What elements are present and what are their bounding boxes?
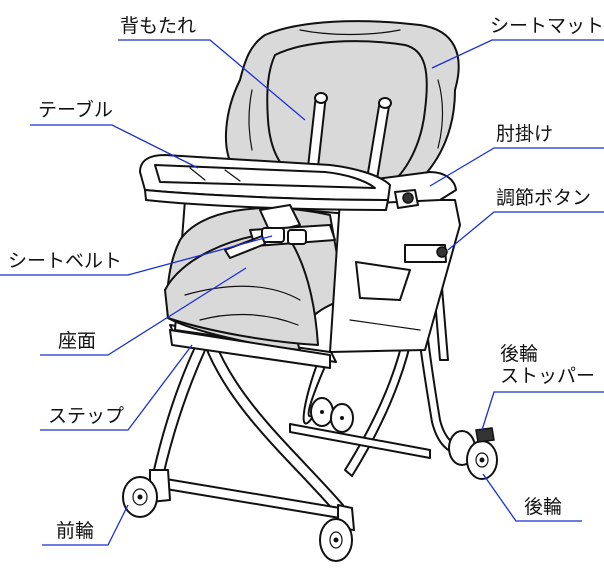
label-front-wheel: 前輪 <box>56 520 95 542</box>
label-rear-wheel-stopper-line2: ストッパー <box>500 364 596 387</box>
label-step: ステップ <box>48 405 125 427</box>
seat-belt <box>224 204 336 259</box>
leader-lines <box>0 39 604 546</box>
label-armrest: 肘掛け <box>496 123 554 145</box>
adjust-button-hinge <box>404 244 448 263</box>
label-rear-wheel-stopper-line1: 後輪 <box>500 343 539 365</box>
rear-wheels-back <box>310 397 354 433</box>
label-seat: 座面 <box>58 330 97 352</box>
label-backrest: 背もたれ <box>120 15 197 37</box>
label-seat-mat: シートマット <box>490 15 604 37</box>
label-rear-wheel-stopper: 後輪 ストッパー <box>500 343 596 388</box>
backrest <box>224 20 460 200</box>
step <box>169 329 331 369</box>
front-wheel-left <box>122 469 171 518</box>
rear-wheel-right <box>448 427 498 480</box>
label-adjust-button: 調節ボタン <box>496 187 592 209</box>
label-table: テーブル <box>38 99 113 121</box>
table <box>139 154 391 211</box>
label-seat-belt: シートベルト <box>8 250 123 272</box>
front-wheel-right <box>319 504 355 562</box>
label-rear-wheel: 後輪 <box>524 496 563 518</box>
